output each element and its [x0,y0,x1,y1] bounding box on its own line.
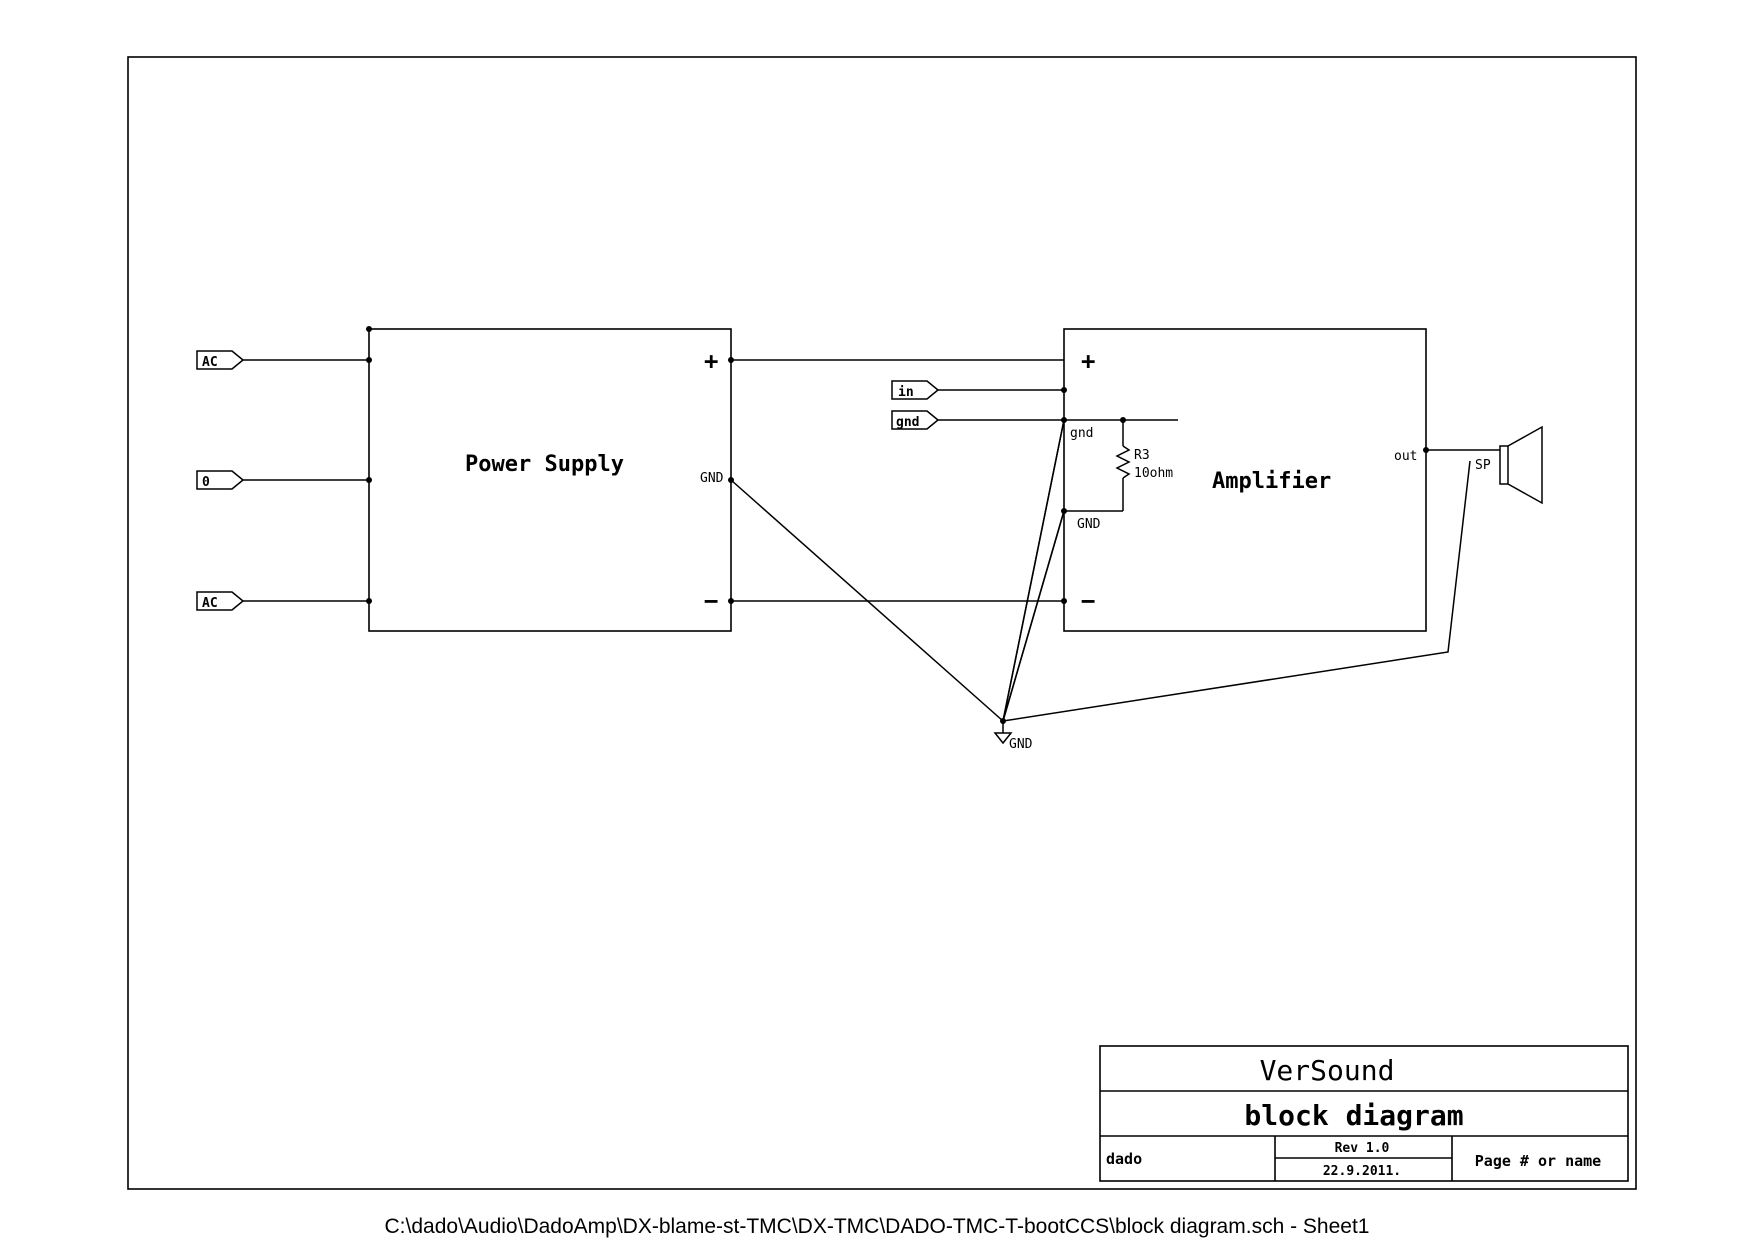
title-block-page: Page # or name [1475,1152,1601,1170]
junction-dots [366,326,1429,724]
power-supply-minus-pin: − [704,587,718,615]
title-block-date: 22.9.2011. [1323,1164,1401,1179]
sheet-border [127,56,1637,1190]
amplifier-gnd-in-pin: gnd [1070,426,1093,441]
power-supply-plus-pin: + [704,347,718,375]
title-block: VerSound block diagram dado Rev 1.0 22.9… [1099,1045,1629,1182]
ground-symbol-label: GND [1009,737,1033,752]
power-supply-gnd-pin: GND [700,471,724,486]
amplifier-title: Amplifier [1212,469,1331,494]
file-path-footer: C:\dado\Audio\DadoAmp\DX-blame-st-TMC\DX… [385,1215,1370,1238]
amplifier-minus-pin: − [1081,587,1095,615]
port-ac-top: AC [196,350,245,370]
port-in: in [891,380,940,400]
resistor-value: 10ohm [1134,466,1173,481]
port-ac-bottom: AC [196,591,245,611]
resistor-r3: R3 10ohm [1064,420,1173,512]
wire-amp-gnd-in-to-ground-2 [1002,419,1065,722]
title-block-company: VerSound [1260,1054,1395,1087]
port-gnd: gnd [891,410,940,430]
port-gnd-label: gnd [896,415,919,430]
port-ac-top-label: AC [202,355,218,370]
wire-psu-gnd-to-ground [730,479,1004,722]
title-block-title: block diagram [1244,1099,1463,1132]
title-block-author: dado [1106,1150,1142,1168]
amplifier-block: Amplifier + gnd GND − out [1063,328,1427,632]
resistor-ref: R3 [1134,448,1150,463]
title-block-revision: Rev 1.0 [1335,1141,1390,1156]
amplifier-gnd-pin: GND [1077,517,1101,532]
wire-amp-gnd-to-ground-2 [1002,510,1065,722]
ground-symbol: GND [993,721,1033,752]
port-zero-label: 0 [202,475,210,490]
port-ac-bottom-label: AC [202,596,218,611]
amplifier-plus-pin: + [1081,347,1095,375]
port-zero: 0 [196,470,245,490]
speaker: SP [1475,425,1543,505]
wire-speaker-return [1002,460,1471,722]
amplifier-out-pin: out [1394,449,1417,464]
port-in-label: in [898,385,914,400]
speaker-ref: SP [1475,458,1491,473]
power-supply-title: Power Supply [465,452,624,477]
power-supply-block: Power Supply + GND − [368,328,732,632]
